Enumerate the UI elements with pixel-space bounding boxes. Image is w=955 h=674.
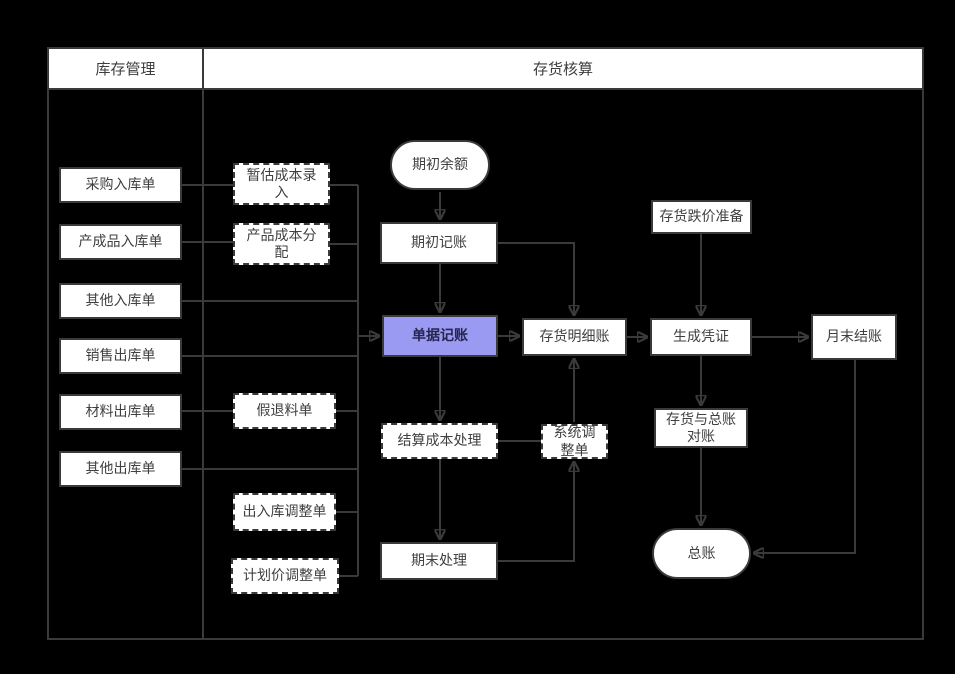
- node-opening-posting: 期初记账: [380, 222, 498, 264]
- node-other-in: 其他入库单: [59, 283, 182, 319]
- node-inventory-detail-ledger: 存货明细账: [522, 318, 627, 356]
- node-inventory-depreciation-reserve: 存货跌价准备: [651, 200, 752, 234]
- node-settlement-cost-processing: 结算成本处理: [381, 423, 498, 459]
- bus-link-lines: [182, 184, 541, 577]
- node-purchase-in: 采购入库单: [59, 167, 182, 203]
- edge-opening-posting-to-detail-ledger: [498, 242, 574, 314]
- node-inventory-gl-reconciliation: 存货与总账 对账: [654, 408, 748, 448]
- node-estimated-cost-entry: 暂估成本录 入: [233, 163, 330, 205]
- lane-separator: [202, 88, 204, 640]
- node-other-out: 其他出库单: [59, 451, 182, 487]
- node-month-end-closing: 月末结账: [811, 314, 897, 360]
- node-document-posting: 单据记账: [382, 315, 498, 357]
- lane-header-inventory-accounting: 存货核算: [202, 47, 924, 90]
- flow-arrows: [358, 192, 856, 562]
- node-period-end-processing: 期末处理: [380, 542, 498, 580]
- node-system-adjustment: 系统调 整单: [541, 424, 608, 459]
- node-generate-voucher: 生成凭证: [650, 318, 752, 356]
- node-product-cost-allocation: 产品成本分 配: [233, 223, 330, 265]
- node-material-out: 材料出库单: [59, 394, 182, 430]
- node-fake-return: 假退料单: [233, 393, 336, 429]
- node-opening-balance: 期初余额: [390, 140, 490, 190]
- lane-title-inventory-accounting: 存货核算: [532, 61, 593, 78]
- node-finished-goods-in: 产成品入库单: [59, 224, 182, 260]
- node-planned-price-adjustment: 计划价调整单: [231, 558, 339, 594]
- node-general-ledger: 总账: [652, 528, 751, 579]
- edge-period-end-to-system-adjustment: [498, 463, 574, 562]
- edge-month-end-to-general-ledger: [755, 360, 856, 553]
- node-in-out-adjustment: 出入库调整单: [233, 493, 336, 531]
- lane-title-inventory-management: 库存管理: [95, 61, 156, 78]
- node-sales-out: 销售出库单: [59, 338, 182, 374]
